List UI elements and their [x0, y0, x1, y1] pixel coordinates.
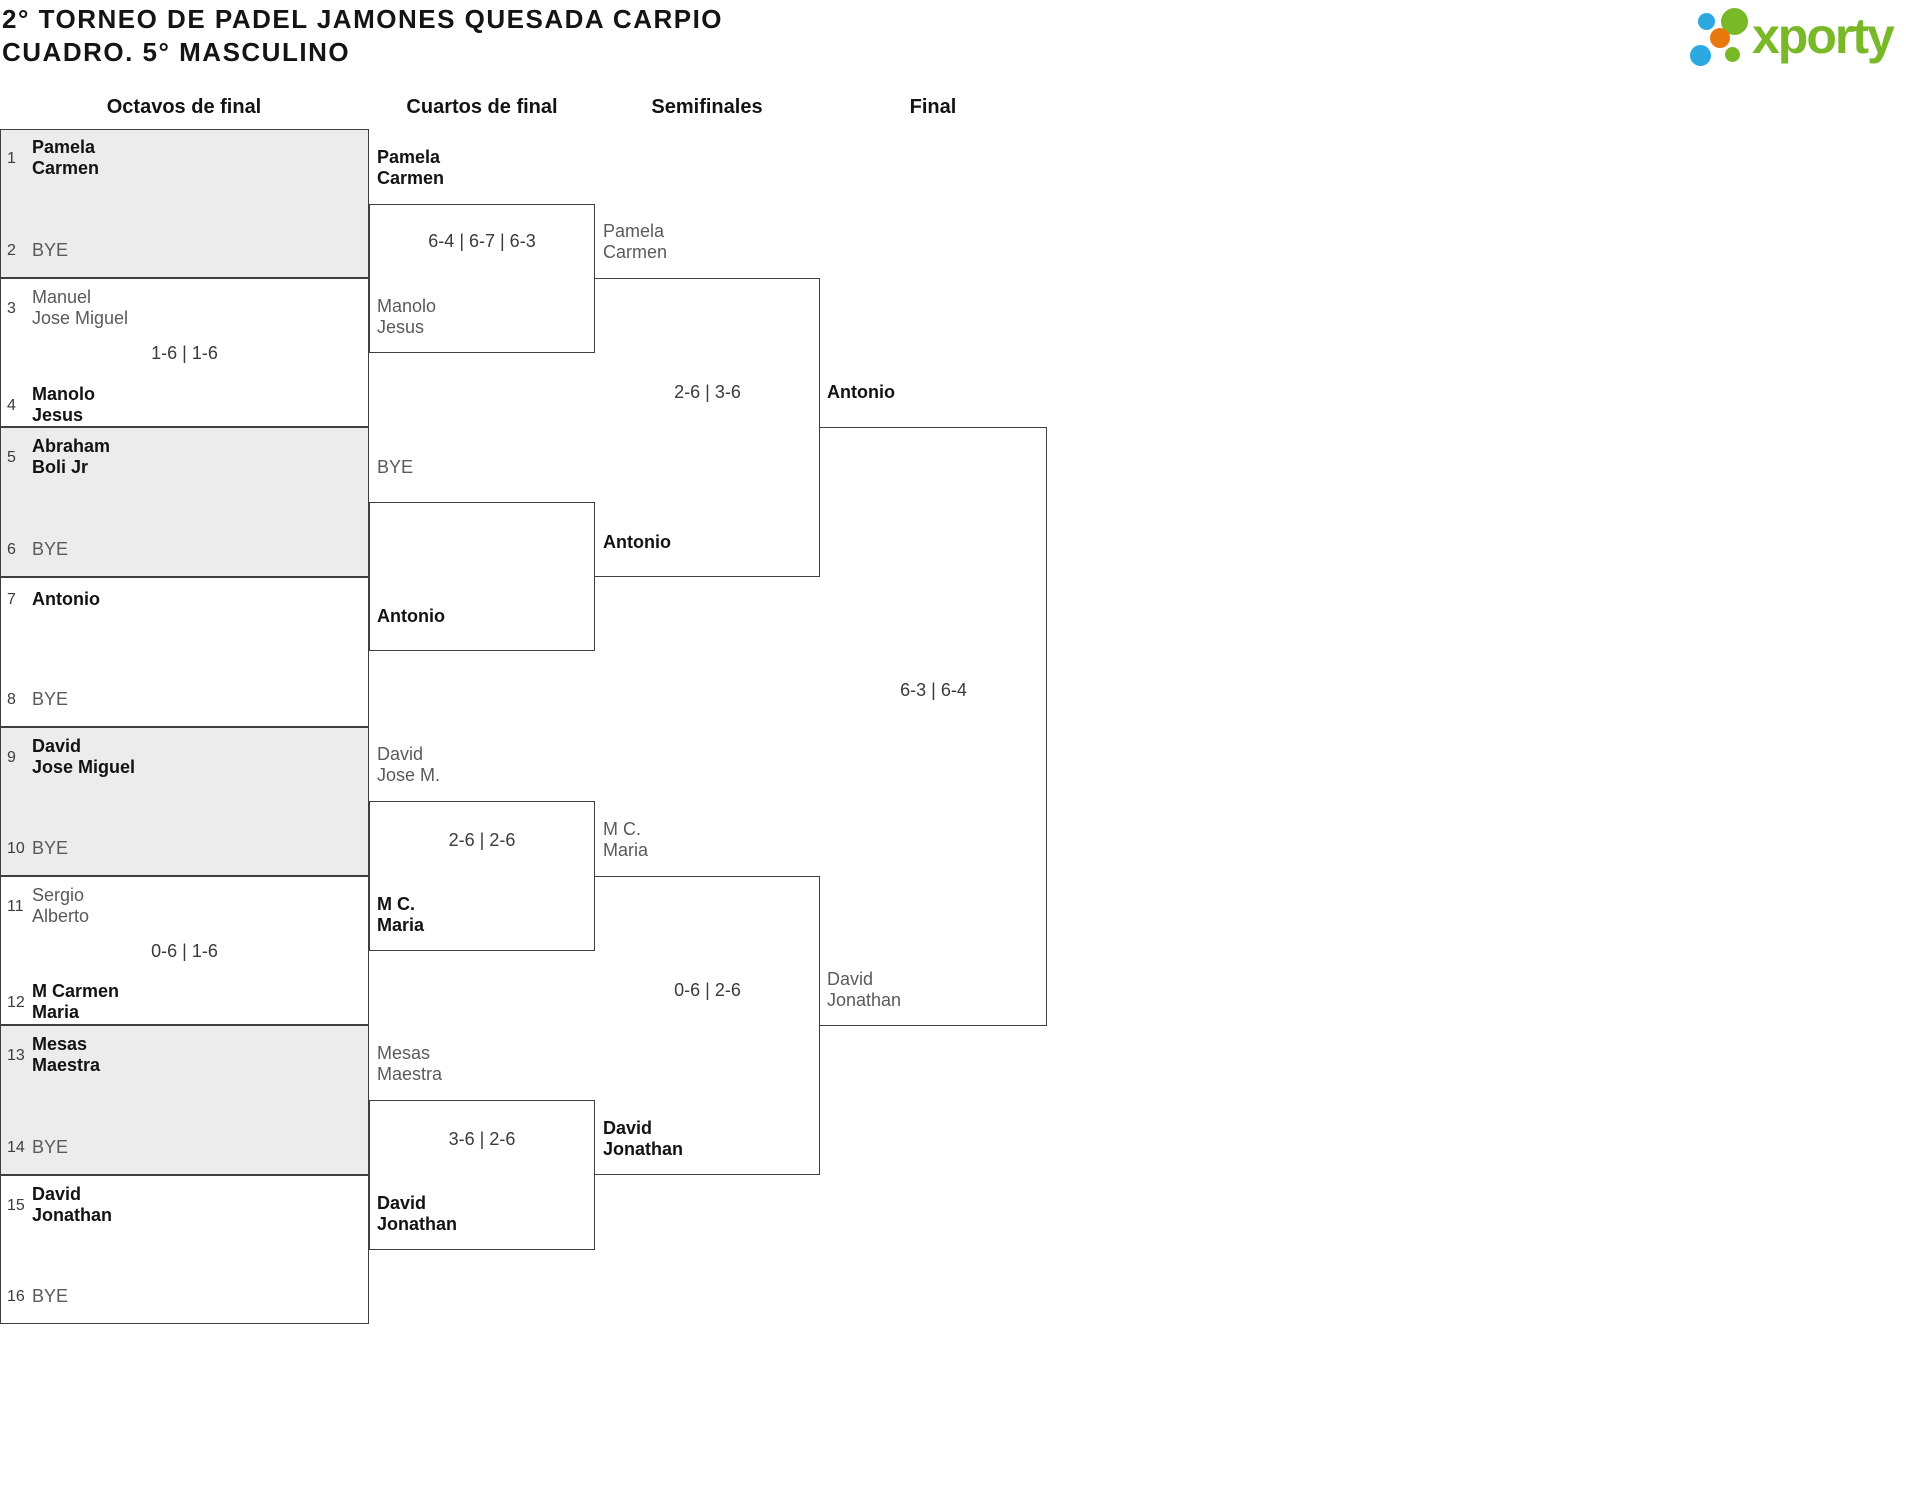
team-slot-2: 2 BYE — [7, 240, 357, 261]
team-label-final-top: Antonio — [827, 382, 895, 402]
round-header-cuartos: Cuartos de final — [406, 96, 558, 118]
team-slot-16: 16 BYE — [7, 1286, 357, 1307]
seed-number: 13 — [7, 1046, 25, 1064]
tournament-title-line1: 2° TORNEO DE PADEL JAMONES QUESADA CARPI… — [2, 4, 724, 34]
round-header-octavos: Octavos de final — [106, 96, 262, 118]
xporty-logo[interactable]: xporty — [1686, 2, 1920, 78]
match-box-octavos-1 — [0, 129, 369, 278]
match-box-octavos-2 — [0, 278, 369, 427]
logo-dot-blue-medium — [1690, 45, 1711, 66]
team-slot-8: 8 BYE — [7, 689, 357, 710]
team-name: BYE — [32, 1137, 69, 1157]
seed-number: 12 — [7, 993, 25, 1011]
match-box-octavos-8 — [0, 1175, 369, 1324]
logo-dot-green-small — [1725, 47, 1740, 62]
match-box-octavos-7 — [0, 1025, 369, 1175]
seed-number: 15 — [7, 1196, 25, 1214]
seed-number: 10 — [7, 840, 25, 857]
round-header-final: Final — [909, 96, 957, 118]
logo-dot-blue-small — [1698, 13, 1715, 30]
match-box-semifinal-2 — [595, 876, 820, 1175]
tournament-title-line2: CUADRO. 5° MASCULINO — [2, 37, 351, 67]
match-score-sf2: 0-6 | 2-6 — [674, 980, 741, 1000]
match-box-cuartos-3 — [369, 801, 595, 951]
match-box-octavos-6 — [0, 876, 369, 1025]
match-score-octavos-6: 0-6 | 1-6 — [151, 941, 218, 961]
seed-number: 8 — [7, 691, 16, 708]
seed-number: 6 — [7, 541, 16, 558]
team-slot-10: 10 BYE — [7, 838, 357, 859]
match-box-semifinal-1 — [595, 278, 820, 577]
match-box-cuartos-4 — [369, 1100, 595, 1250]
seed-number: 3 — [7, 299, 16, 317]
match-score-qf4: 3-6 | 2-6 — [448, 1129, 516, 1149]
team-label-sf2-top: M C.Maria — [603, 819, 649, 860]
team-label-qf3-bottom: M C.Maria — [377, 894, 425, 935]
seed-number: 9 — [7, 748, 16, 766]
match-score-sf1: 2-6 | 3-6 — [674, 382, 741, 402]
tournament-title: 2° TORNEO DE PADEL JAMONES QUESADA CARPI… — [2, 3, 723, 69]
round-header-semifinales: Semifinales — [651, 96, 763, 118]
team-slot-7: 7 Antonio — [7, 589, 357, 610]
match-score-qf3: 2-6 | 2-6 — [448, 830, 516, 850]
team-name: BYE — [32, 1286, 69, 1306]
seed-number: 11 — [7, 897, 24, 915]
match-box-octavos-5 — [0, 727, 369, 876]
seed-number: 2 — [7, 242, 16, 259]
team-slot-6: 6 BYE — [7, 539, 357, 560]
seed-number: 5 — [7, 448, 16, 466]
match-box-cuartos-2 — [369, 502, 595, 651]
match-score-qf1: 6-4 | 6-7 | 6-3 — [428, 231, 536, 251]
team-name: BYE — [32, 240, 69, 260]
team-slot-14: 14 BYE — [7, 1137, 357, 1158]
match-box-final — [820, 427, 1047, 1026]
team-label-qf2-bottom: Antonio — [377, 606, 445, 626]
seed-number: 14 — [7, 1139, 25, 1156]
seed-number: 7 — [7, 591, 16, 608]
team-name: BYE — [32, 689, 69, 709]
match-box-octavos-3 — [0, 427, 369, 577]
match-score-octavos-2: 1-6 | 1-6 — [151, 343, 218, 363]
team-name: BYE — [32, 838, 69, 858]
team-name: Antonio — [32, 589, 100, 609]
seed-number: 4 — [7, 396, 16, 414]
team-name: BYE — [32, 539, 69, 559]
team-label-qf2-top: BYE — [377, 457, 414, 477]
team-label-sf1-bottom: Antonio — [603, 532, 671, 552]
logo-dot-orange — [1710, 28, 1730, 48]
match-box-octavos-4 — [0, 577, 369, 727]
match-score-final: 6-3 | 6-4 — [900, 680, 967, 700]
logo-text: xporty — [1752, 8, 1895, 64]
match-box-cuartos-1 — [369, 204, 595, 353]
seed-number: 1 — [7, 149, 16, 167]
seed-number: 16 — [7, 1288, 25, 1305]
